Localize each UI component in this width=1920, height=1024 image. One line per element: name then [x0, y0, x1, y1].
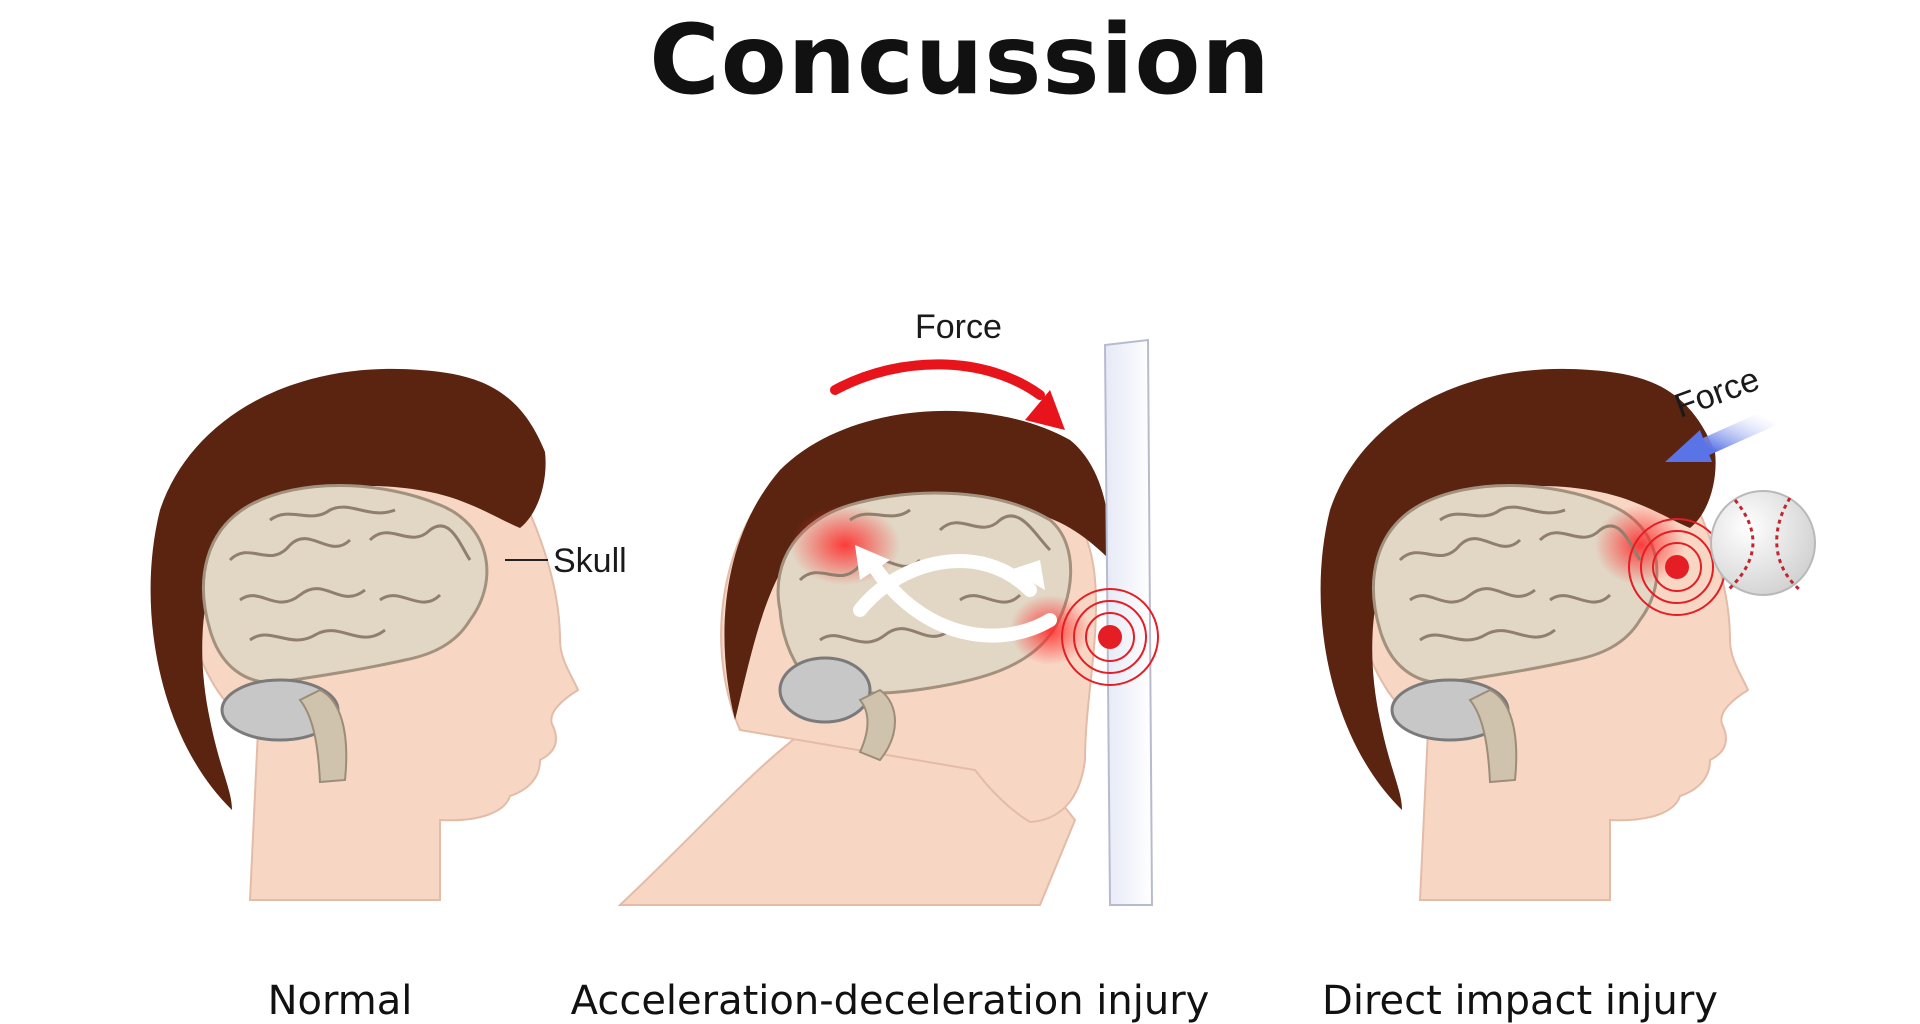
force-label: Force: [915, 308, 1002, 346]
brain-folds: [228, 505, 472, 642]
force-arrow: [1665, 409, 1779, 462]
hair-skull: [724, 410, 1111, 720]
baseball-icon: [1710, 490, 1816, 596]
panel-normal: Skull: [150, 368, 627, 901]
skull-label: Skull: [553, 542, 627, 580]
contusion-back: [1010, 595, 1090, 665]
cerebellum: [778, 656, 872, 724]
caption-acceleration-deceleration: Acceleration-deceleration injury: [570, 978, 1210, 1024]
brain-stem: [298, 688, 348, 784]
page-title: Concussion: [649, 4, 1271, 116]
caption-direct-impact: Direct impact injury: [1322, 978, 1718, 1024]
panel-acceleration-deceleration: Force: [617, 308, 1159, 906]
hair-skull: [150, 368, 546, 810]
force-label: Force: [1670, 360, 1765, 425]
brain-folds: [1398, 505, 1642, 642]
panel-direct-impact: Force: [1320, 360, 1816, 901]
force-arrow: [830, 359, 1065, 430]
impact-target: [1061, 588, 1159, 686]
brain-stem: [1468, 688, 1518, 784]
contusion: [1595, 505, 1685, 585]
caption-normal: Normal: [267, 978, 413, 1024]
brain-stem: [858, 688, 896, 762]
rebound-arrow: [853, 545, 1057, 643]
hair-skull: [1320, 368, 1716, 810]
